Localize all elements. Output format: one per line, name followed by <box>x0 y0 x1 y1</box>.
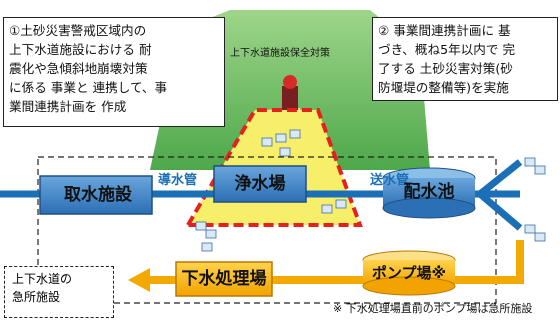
supply-label: 送水管 <box>370 173 410 188</box>
intake-facility <box>39 175 153 215</box>
callout-right: ② 事業間連携計画に 基 づき、概ね5年以内で 完 了する 土砂災害対策(砂 防… <box>372 17 558 101</box>
sewer-arrowhead <box>128 268 150 292</box>
conduit-label: 導水管 <box>158 173 198 188</box>
distribution-label: 配水池 <box>403 182 455 202</box>
mountain-title: 上下水道施設保全対策 <box>230 48 330 59</box>
purification-label: 浄水場 <box>234 174 286 194</box>
intake-label: 取水施設 <box>64 185 132 205</box>
callout-left: ①土砂災害警戒区域内の 上下水道施設における 耐 震化や急傾斜地崩壊対策 に係る… <box>3 17 225 127</box>
footnote: ※ 下水処理場直前のポンプ場は急所施設 <box>333 302 533 315</box>
distribution-reservoir <box>382 167 476 219</box>
system-boundary <box>37 156 497 304</box>
sewage-treatment-plant <box>175 261 273 297</box>
pump-station <box>362 250 456 296</box>
emergency-box: 上下水道の 急所施設 <box>4 266 114 318</box>
water-pipe-branch1 <box>477 159 523 197</box>
pump-label: ポンプ場※ <box>371 264 447 282</box>
house-icons <box>195 129 546 252</box>
purification-plant <box>213 165 307 203</box>
water-pipe-branch2 <box>477 191 523 231</box>
sewage-label: 下水処理場 <box>181 269 267 289</box>
sewer-line <box>150 240 524 284</box>
